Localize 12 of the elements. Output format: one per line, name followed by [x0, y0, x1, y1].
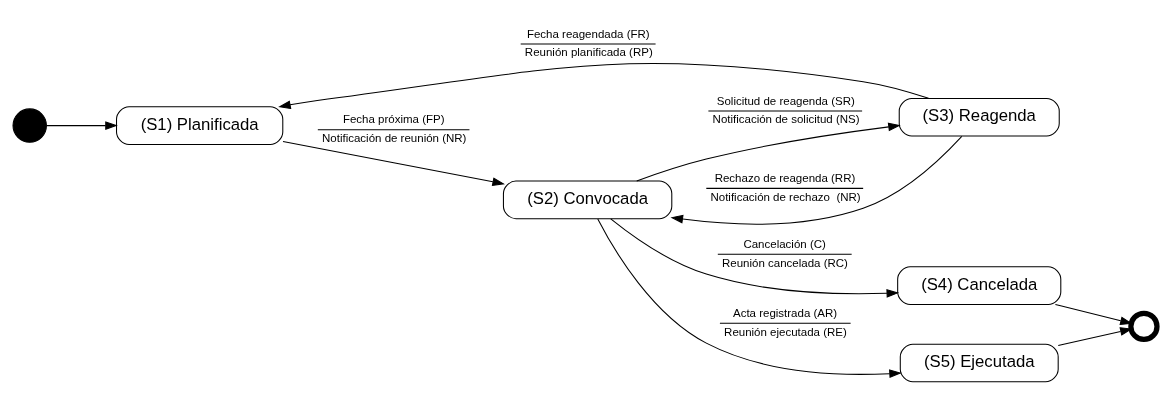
edge-label: Notificación de rechazo (NR) — [710, 190, 861, 203]
edge-label: Acta registrada (AR) — [732, 306, 838, 319]
edge-label: Fecha reagendada (FR) — [526, 27, 650, 40]
edge-label: Rechazo de reagenda (RR) — [714, 171, 856, 184]
edge-label: Solicitud de reagenda (SR) — [716, 93, 855, 106]
edge-label: Cancelación (C) — [743, 237, 826, 250]
edge-label: Notificación de solicitud (NS) — [712, 112, 860, 125]
edge-label: Reunión ejecutada (RE) — [724, 325, 847, 338]
edge-label: Reunión cancelada (RC) — [721, 256, 848, 269]
edge-label: Reunión planificada (RP) — [524, 45, 653, 58]
edge-label: Notificación de reunión (NR) — [322, 131, 467, 144]
edge-label: Fecha próxima (FP) — [342, 112, 445, 125]
